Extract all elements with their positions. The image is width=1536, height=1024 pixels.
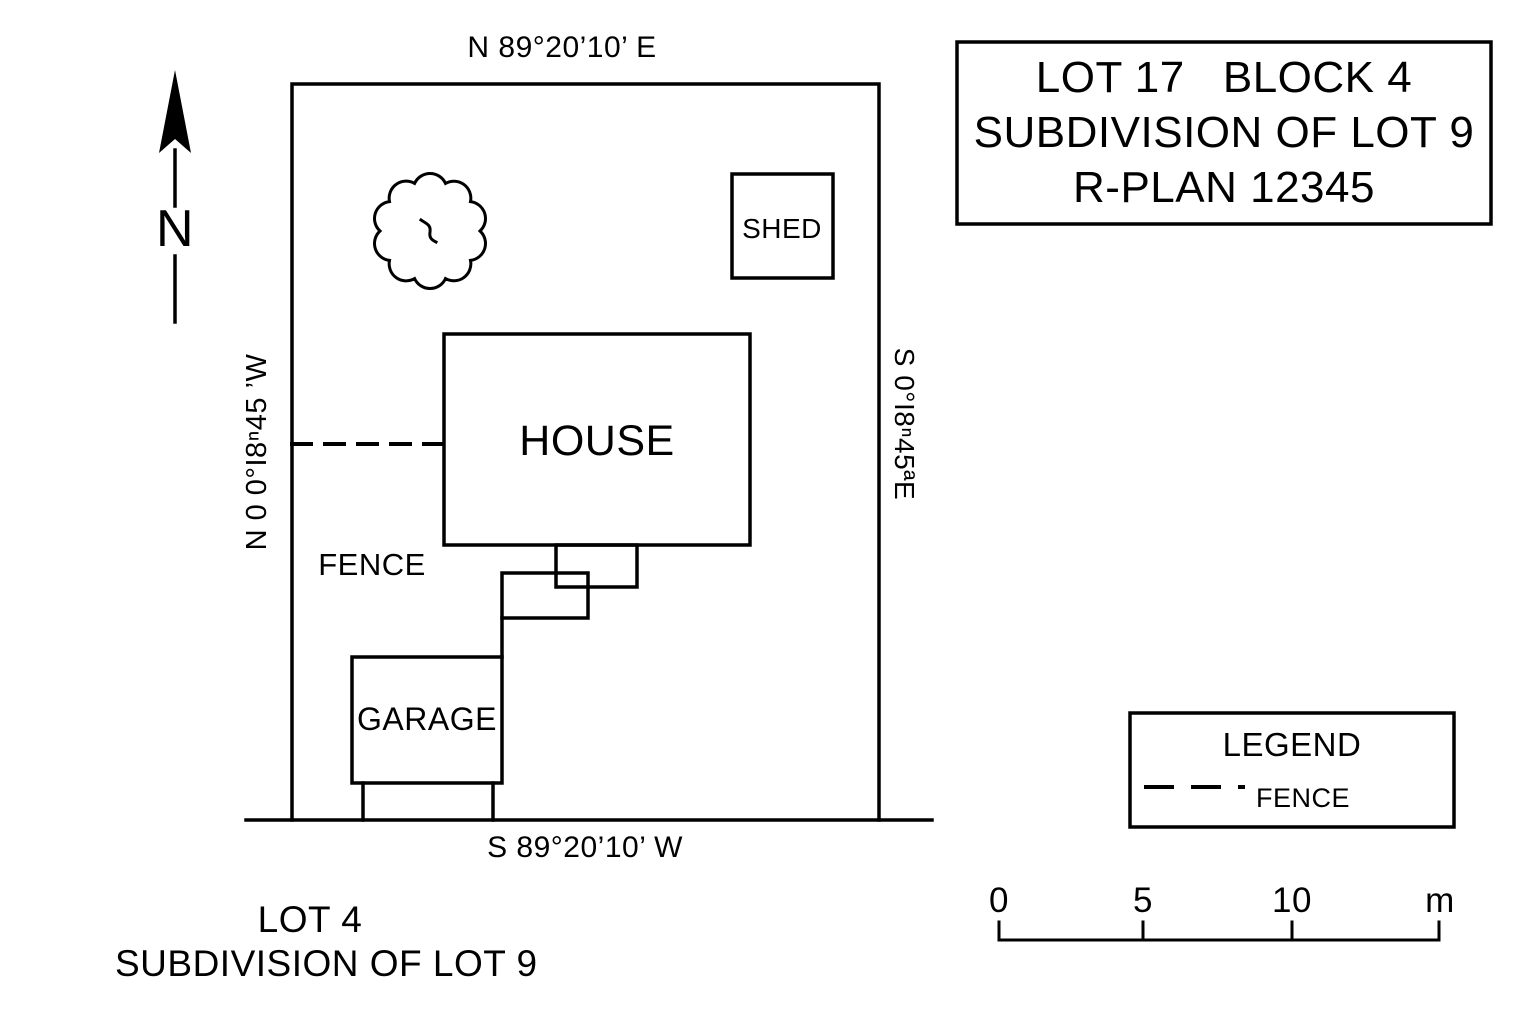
adjacent-lot-line-1: LOT 4 [257, 899, 363, 940]
tree-icon [373, 171, 487, 291]
title-line-2: SUBDIVISION OF LOT 9 [973, 108, 1475, 157]
garage-outline [350, 655, 504, 785]
legend-box-border [1128, 711, 1456, 829]
house-label: HOUSE [519, 417, 675, 465]
scale-label-5: 5 [1133, 881, 1153, 920]
scale-label-0: 0 [989, 881, 1009, 920]
title-block: LOT 17 BLOCK 4 SUBDIVISION OF LOT 9 R-PL… [957, 42, 1491, 224]
scale-unit-label: m [1425, 881, 1455, 920]
title-line-3: R-PLAN 12345 [1073, 163, 1375, 212]
scale-label-10: 10 [1272, 881, 1312, 920]
legend-fence-label: FENCE [1256, 783, 1351, 813]
tree-trunk-mark [418, 217, 439, 245]
bearing-left: N 0 0°I8ⁿ45 ’W [241, 353, 273, 551]
garage-label: GARAGE [357, 701, 497, 737]
bearing-bottom: S 89°20’10’ W [487, 831, 683, 864]
legend-title: LEGEND [1222, 726, 1362, 763]
title-line-1: LOT 17 BLOCK 4 [1035, 53, 1413, 102]
bearing-top: N 89°20’10’ E [467, 31, 657, 64]
title-block-border [955, 40, 1493, 226]
north-arrow-head-icon [159, 70, 191, 153]
porch-step-lower [500, 571, 590, 620]
lot-boundary [290, 82, 881, 822]
bearing-right: S 0°I8ⁿ45ªE [889, 347, 920, 501]
porch-step-upper [554, 543, 639, 589]
fence-label: FENCE [318, 547, 426, 582]
north-label: N [155, 200, 195, 258]
shed-outline [730, 172, 835, 280]
shed-label: SHED [742, 213, 822, 244]
adjacent-lot-line-2: SUBDIVISION OF LOT 9 [115, 943, 538, 984]
